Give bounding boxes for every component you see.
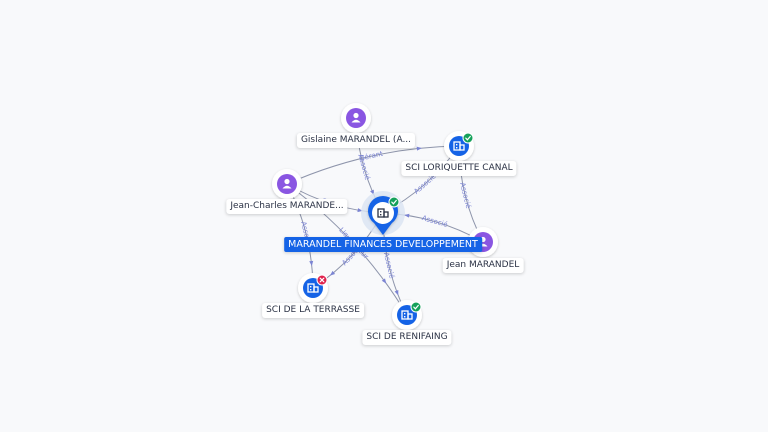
node-label-loriquette[interactable]: SCI LORIQUETTE CANAL — [401, 161, 517, 176]
node-terrasse[interactable] — [298, 273, 328, 303]
active-badge-check-icon — [462, 132, 474, 144]
active-badge-check-icon — [388, 196, 400, 208]
node-label-jean[interactable]: Jean MARANDEL — [442, 258, 524, 273]
node-loriquette[interactable] — [444, 131, 474, 161]
building-icon — [307, 283, 319, 293]
edge-arrow — [329, 270, 336, 276]
edge-arrow — [381, 278, 387, 284]
node-jean-charles[interactable] — [272, 169, 302, 199]
closed-badge-cross-icon — [316, 274, 328, 286]
edge-label: Associé — [458, 182, 472, 210]
edge-label: Associé — [421, 214, 449, 229]
edge-arrow — [404, 213, 410, 218]
edge-arrow — [416, 146, 422, 151]
edge-label: Gérant — [358, 150, 383, 163]
node-label-renifaing[interactable]: SCI DE RENIFAING — [362, 330, 452, 345]
node-label-center[interactable]: MARANDEL FINANCES DEVELOPPEMENT — [284, 237, 482, 252]
building-icon — [401, 310, 413, 320]
node-renifaing[interactable] — [392, 300, 422, 330]
active-badge-check-icon — [410, 301, 422, 313]
edge-arrow — [309, 260, 314, 267]
building-icon — [377, 208, 389, 218]
nodes-layer — [272, 103, 498, 330]
person-icon — [351, 112, 361, 123]
edge-arrow — [394, 290, 399, 296]
person-icon — [282, 178, 292, 189]
node-label-jean-charles[interactable]: Jean-Charles MARANDE... — [226, 199, 348, 214]
node-label-gislaine[interactable]: Gislaine MARANDEL (A... — [296, 133, 416, 148]
node-label-terrasse[interactable]: SCI DE LA TERRASSE — [262, 303, 364, 318]
node-gislaine[interactable] — [341, 103, 371, 133]
edge-jean-charles-loriquette — [286, 145, 460, 185]
building-icon — [453, 141, 465, 151]
edge-label: Associé — [382, 252, 396, 280]
node-center[interactable] — [361, 191, 405, 235]
